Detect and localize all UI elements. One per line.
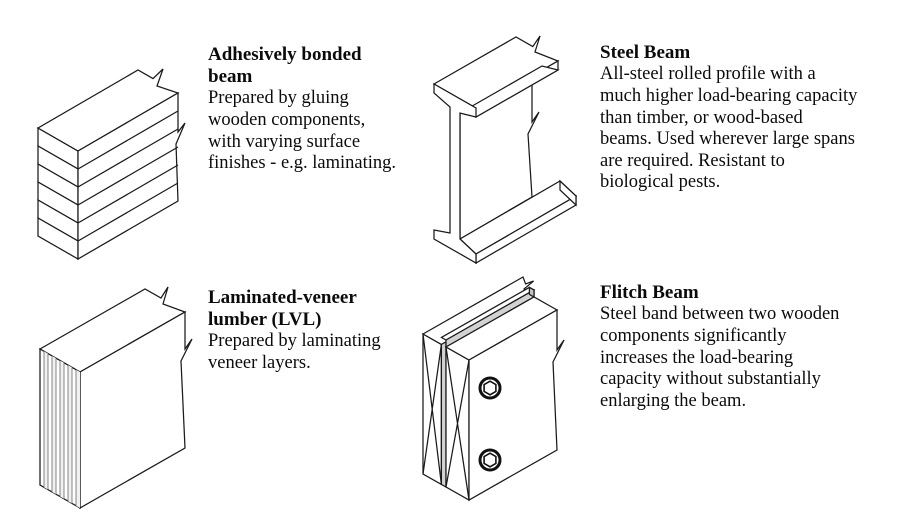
beam-title: Steel Beam [600,42,691,63]
adhesively-bonded-beam-illustration [36,68,186,260]
end-face [422,332,470,502]
veneer-layer-strips [43,351,80,508]
adhesively-bonded-beam-text: Adhesively bonded beam Prepared by gluin… [208,44,438,175]
front-face-with-break-line [79,310,193,510]
steel-beam-illustration [432,35,578,265]
laminated-veneer-lumber-illustration [38,286,193,510]
bottom-flange-end-cap [559,179,577,207]
board-glue-lines [77,110,179,242]
beam-body [36,68,186,260]
beam-title: Flitch Beam [600,282,699,303]
steel-beam-text: Steel Beam All-steel rolled profile with… [600,42,900,194]
flitch-beam-text: Flitch Beam Steel band between two woode… [600,282,900,412]
laminated-boards-end-grain [37,126,79,260]
beam-description: All-steel rolled profile with a much hig… [600,64,858,193]
beam-title: Adhesively bonded beam [208,44,362,88]
beam-description: Steel band between two wooden components… [600,304,840,411]
i-profile-end-face [433,82,477,265]
beam-description: Prepared by gluing wooden components, wi… [208,88,397,174]
laminated-veneer-lumber-text: Laminated-veneer lumber (LVL) Prepared b… [208,287,448,375]
beam-title: Laminated-veneer lumber (LVL) [208,287,357,331]
front-face-with-break-line [77,91,186,260]
i-beam-body [432,35,578,265]
beam-description: Prepared by laminating veneer layers. [208,331,381,374]
flitch-beam-illustration [421,276,565,502]
wood-grain-cross [445,346,470,501]
wood-grain-cross [422,333,443,485]
veneer-lines [43,351,77,506]
bolt-icon [478,448,502,472]
bolt-icon [478,376,502,400]
